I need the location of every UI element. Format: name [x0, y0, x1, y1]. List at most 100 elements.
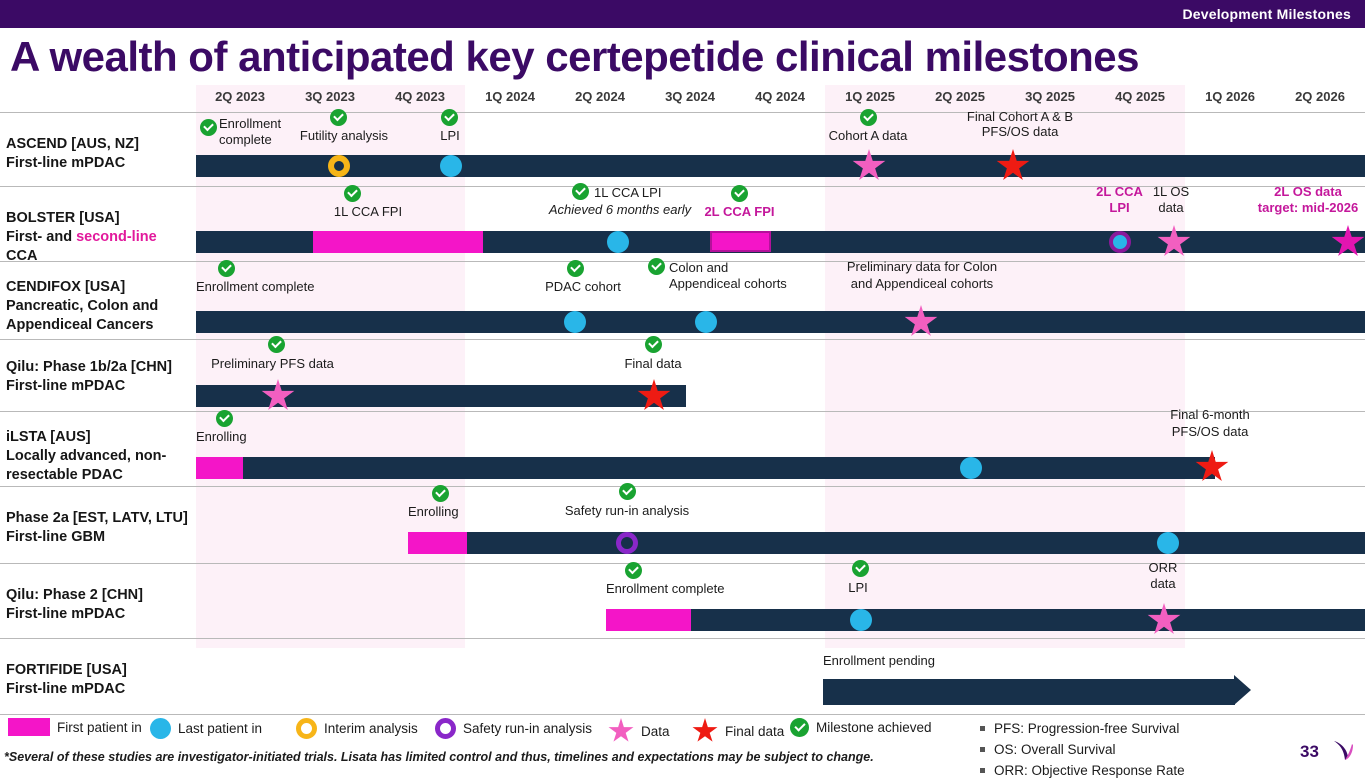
row-label-cendifox: CENDIFOX [USA] Pancreatic, Colon and App…: [6, 278, 191, 335]
legend-item-milestone-achieved: Milestone achieved: [790, 718, 932, 737]
first-patient-in-segment-1l: [313, 231, 483, 253]
legend-label: Milestone achieved: [816, 720, 932, 735]
annotation-lpi: LPI: [440, 128, 460, 143]
green-check-icon: [619, 483, 636, 500]
first-patient-in-segment-2l: [710, 231, 771, 252]
timeline-row-qilu-ph2[interactable]: Qilu: Phase 2 [CHN] First-line mPDAC Enr…: [0, 560, 1365, 638]
abbreviation-pfs: PFS: Progression-free Survival: [978, 718, 1185, 739]
timeline-row-ascend[interactable]: ASCEND [AUS, NZ] First-line mPDAC Enroll…: [0, 109, 1365, 186]
legend-item-final-data: Final data: [692, 718, 784, 744]
divider: [0, 186, 1365, 187]
first-patient-in-segment: [196, 457, 243, 479]
quarter-label-2q2024: 2Q 2024: [575, 89, 625, 104]
green-check-icon: [852, 560, 869, 577]
study-indication: First- and second-line CCA: [6, 229, 157, 264]
last-patient-in-marker[interactable]: [1157, 532, 1179, 554]
pink-star-icon: [608, 718, 634, 742]
study-name: FORTIFIDE [USA]: [6, 662, 127, 678]
timeline-row-qilu-1b2a[interactable]: Qilu: Phase 1b/2a [CHN] First-line mPDAC…: [0, 336, 1365, 411]
row-label-ascend: ASCEND [AUS, NZ] First-line mPDAC: [6, 135, 191, 173]
study-indication: First-line mPDAC: [6, 378, 126, 394]
annotation-pdac-cohort: PDAC cohort: [545, 279, 621, 294]
timeline-bar-qilu-1b2a: [196, 385, 686, 407]
legend-label: First patient in: [57, 719, 142, 735]
annotation-enrolling: Enrolling: [408, 504, 459, 519]
timeline-row-phase2a[interactable]: Phase 2a [EST, LATV, LTU] First-line GBM…: [0, 483, 1365, 563]
annotation-final-data: Final data: [624, 356, 682, 371]
timeline-grid: 2Q 2023 3Q 2023 4Q 2023 1Q 2024 2Q 2024 …: [0, 85, 1365, 715]
interim-analysis-marker[interactable]: [328, 155, 350, 177]
quarter-label-3q2024: 3Q 2024: [665, 89, 715, 104]
green-check-icon: [344, 185, 361, 202]
study-indication-line1: Pancreatic, Colon and: [6, 298, 159, 314]
quarter-label-4q2025: 4Q 2025: [1115, 89, 1165, 104]
study-name: Phase 2a [EST, LATV, LTU]: [6, 510, 188, 526]
last-patient-in-marker[interactable]: [850, 609, 872, 631]
study-name: Qilu: Phase 2 [CHN]: [6, 587, 143, 603]
green-check-icon: [218, 260, 235, 277]
timeline-bar-cendifox: [196, 311, 1365, 333]
study-indication: First-line mPDAC: [6, 155, 126, 171]
annotation-enrolling: Enrolling: [196, 429, 247, 444]
top-banner: Development Milestones: [0, 0, 1365, 28]
timeline-row-fortifide[interactable]: FORTIFIDE [USA] First-line mPDAC Enrollm…: [0, 639, 1365, 714]
annotation-2l-cca-fpi: 2L CCA FPI: [704, 204, 775, 219]
annotation-1l-cca-lpi: 1L CCA LPI: [594, 185, 662, 200]
timeline-row-ilsta[interactable]: iLSTA [AUS] Locally advanced, non- resec…: [0, 407, 1365, 486]
green-check-icon: [625, 562, 642, 579]
timeline-bar-ascend: [196, 155, 1365, 177]
quarter-label-4q2024: 4Q 2024: [755, 89, 805, 104]
row-label-fortifide: FORTIFIDE [USA] First-line mPDAC: [6, 661, 191, 699]
divider: [0, 638, 1365, 639]
row-label-bolster: BOLSTER [USA] First- and second-line CCA: [6, 209, 191, 266]
annotation-achieved-early: Achieved 6 months early: [548, 202, 692, 217]
last-patient-in-marker[interactable]: [564, 311, 586, 333]
row-label-phase2a: Phase 2a [EST, LATV, LTU] First-line GBM: [6, 509, 206, 547]
footnote: *Several of these studies are investigat…: [4, 750, 874, 764]
timeline-bar-qilu-ph2: [606, 609, 1365, 631]
annotation-1l-cca-fpi: 1L CCA FPI: [333, 204, 403, 219]
row-label-qilu-ph2: Qilu: Phase 2 [CHN] First-line mPDAC: [6, 586, 191, 624]
first-patient-in-segment: [606, 609, 691, 631]
last-patient-in-marker[interactable]: [960, 457, 982, 479]
last-patient-in-marker[interactable]: [695, 311, 717, 333]
timeline-row-bolster[interactable]: BOLSTER [USA] First- and second-line CCA…: [0, 183, 1365, 264]
quarter-label-3q2025: 3Q 2025: [1025, 89, 1075, 104]
study-name: iLSTA [AUS]: [6, 429, 91, 445]
annotation-futility-analysis: Futility analysis: [299, 128, 389, 143]
divider: [0, 112, 1365, 113]
legend-item-last-patient-in: Last patient in: [150, 718, 262, 739]
study-indication-line2: Appendiceal Cancers: [6, 317, 154, 333]
pink-swatch-icon: [8, 718, 50, 736]
highlight-band-2023: [196, 85, 465, 648]
last-patient-in-marker[interactable]: [607, 231, 629, 253]
green-check-icon: [432, 485, 449, 502]
legend: First patient in Last patient in Interim…: [0, 718, 1365, 768]
row-label-qilu-1b2a: Qilu: Phase 1b/2a [CHN] First-line mPDAC: [6, 358, 191, 396]
row-label-ilsta: iLSTA [AUS] Locally advanced, non- resec…: [6, 428, 191, 485]
annotation-enrollment-complete: Enrollment complete: [606, 581, 725, 596]
green-check-icon: [567, 260, 584, 277]
safety-run-in-lpi-marker[interactable]: [1109, 231, 1131, 253]
safety-run-in-marker[interactable]: [616, 532, 638, 554]
abbreviation-os: OS: Overall Survival: [978, 739, 1185, 760]
legend-label: Final data: [725, 723, 785, 739]
last-patient-in-marker[interactable]: [440, 155, 462, 177]
study-name: CENDIFOX [USA]: [6, 279, 126, 295]
legend-label: Safety run-in analysis: [463, 721, 593, 736]
legend-label: Interim analysis: [324, 721, 418, 736]
green-check-icon: [441, 109, 458, 126]
green-check-icon: [216, 410, 233, 427]
quarter-label-1q2026: 1Q 2026: [1205, 89, 1255, 104]
timeline-row-cendifox[interactable]: CENDIFOX [USA] Pancreatic, Colon and App…: [0, 258, 1365, 339]
legend-label: Last patient in: [178, 721, 263, 736]
